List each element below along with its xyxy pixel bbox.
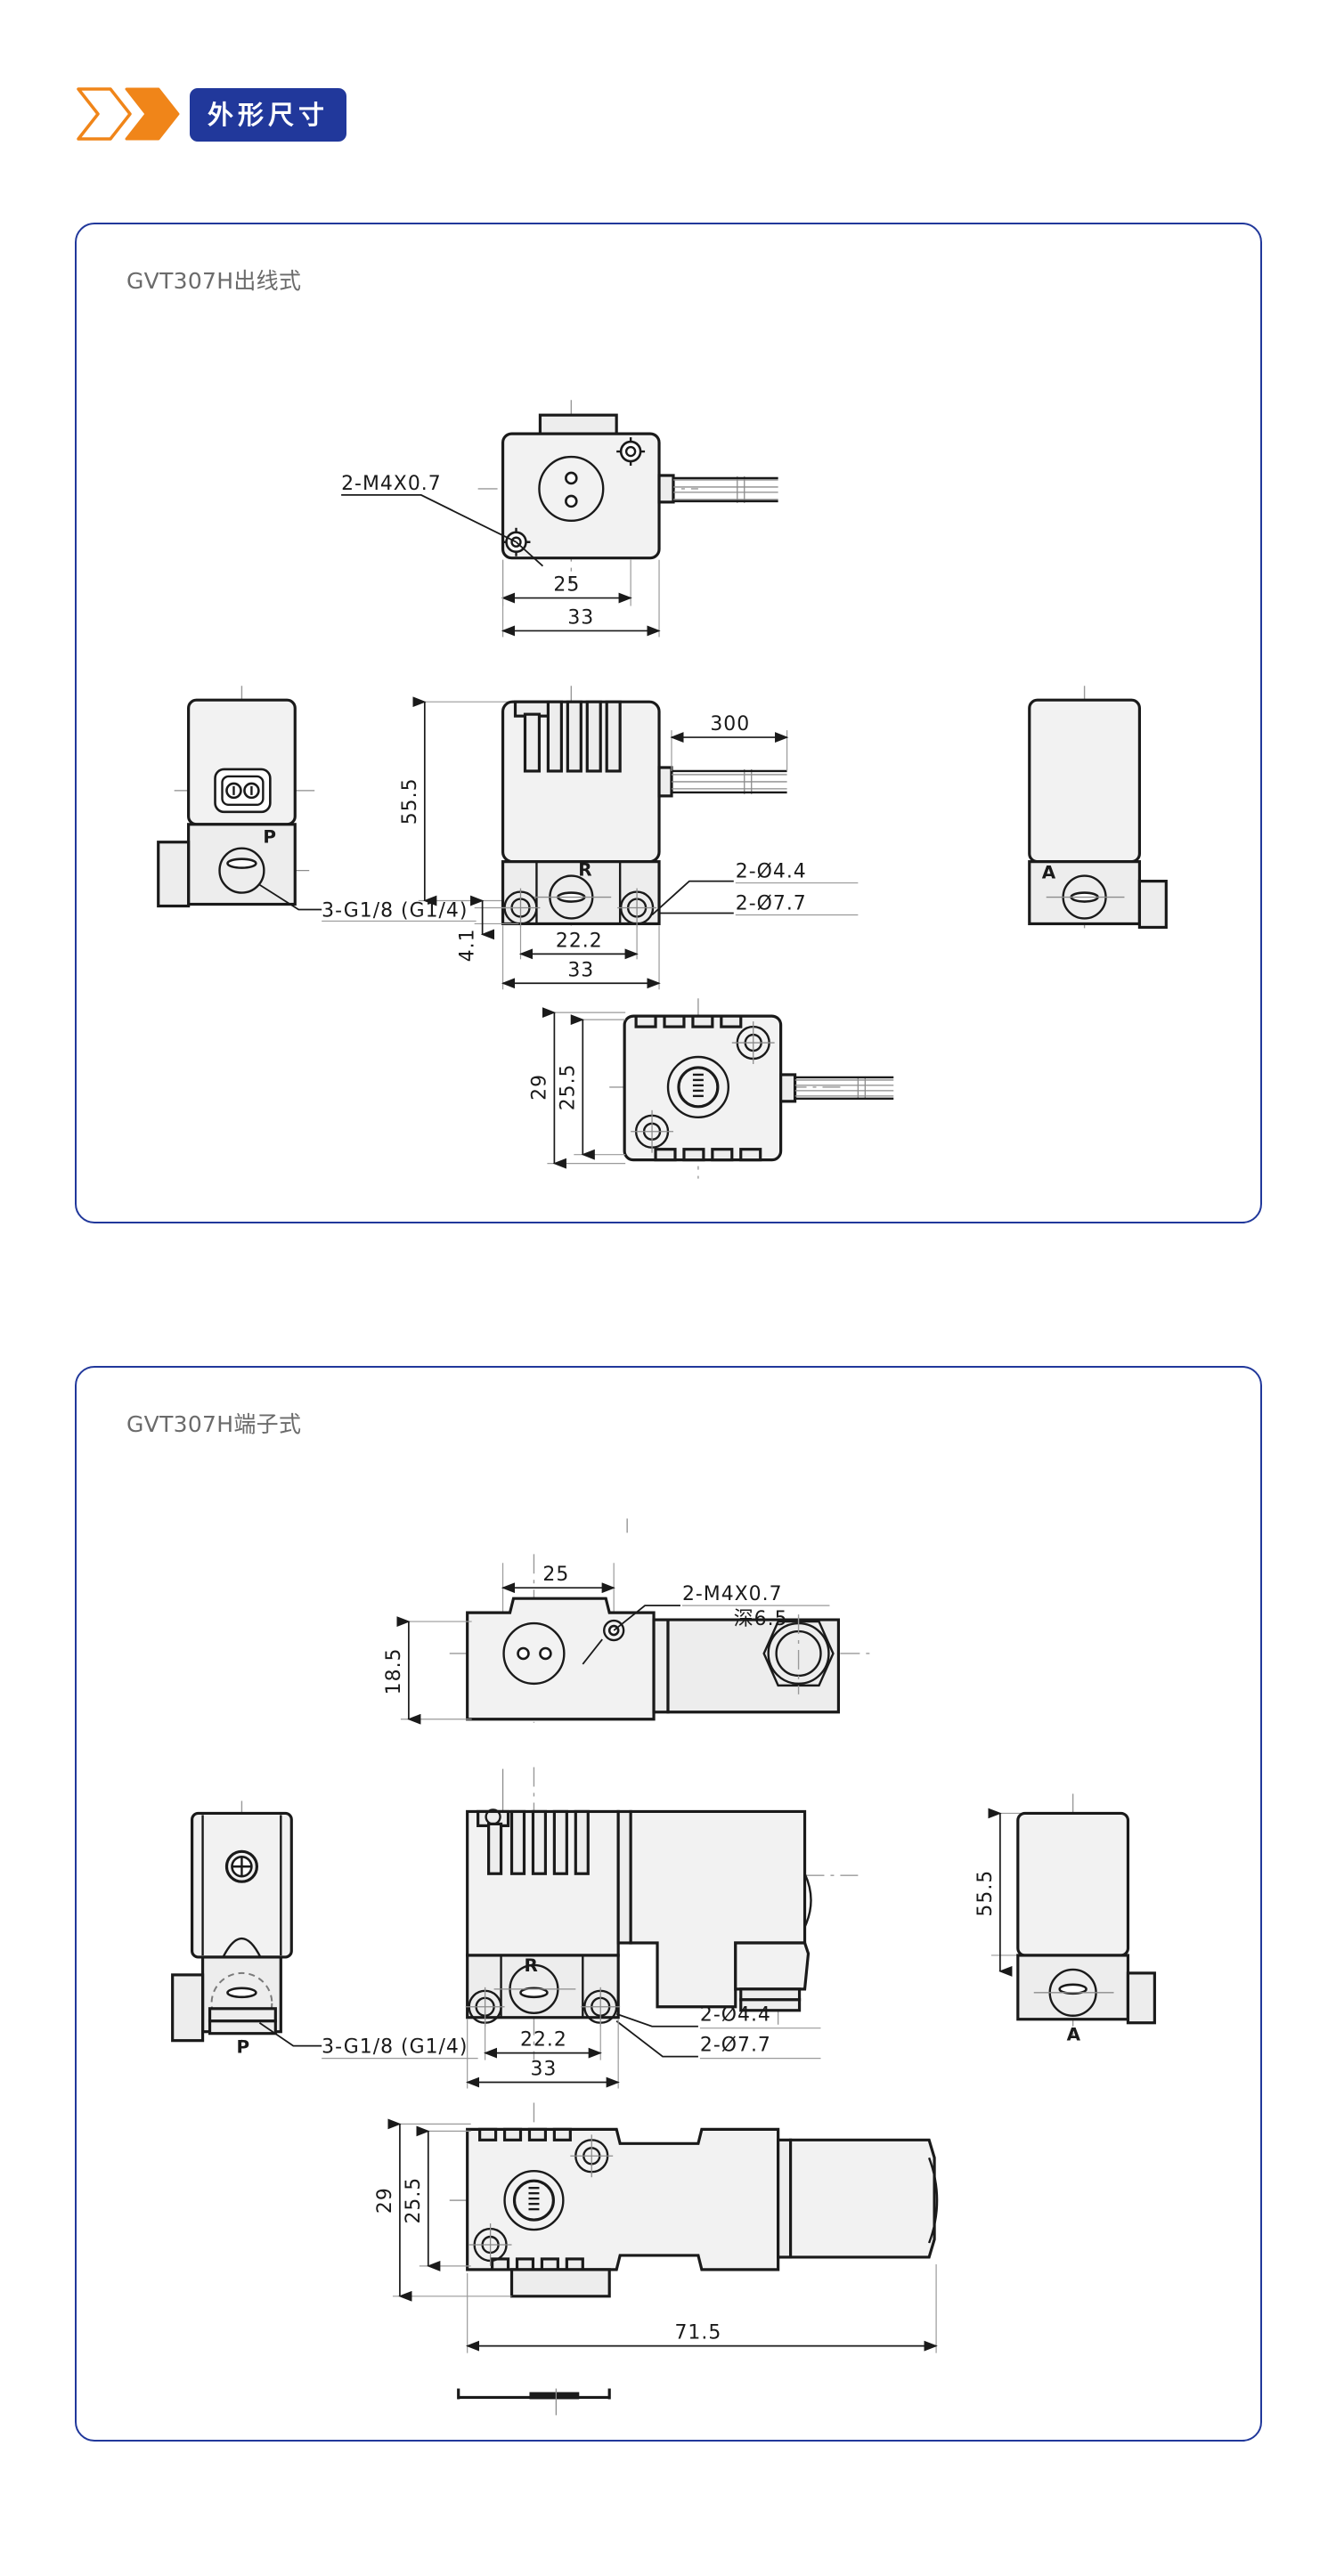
label-2-d7-7: 2-Ø7.7 bbox=[736, 892, 807, 914]
right-side-view: A bbox=[1028, 686, 1168, 935]
port-label-r: R bbox=[524, 1955, 537, 1976]
card-title-wired: GVT307H出线式 bbox=[126, 268, 302, 294]
label-2-d4-4: 2-Ø4.4 bbox=[736, 861, 807, 883]
dim-25: 25 bbox=[542, 1564, 569, 1586]
dim-18-5: 18.5 bbox=[383, 1648, 405, 1695]
technical-drawing-wired: .bd{fill:#f2f2f2;stroke:#1a1a1a;stroke-w… bbox=[77, 312, 1260, 1211]
port-label-p: P bbox=[263, 827, 276, 848]
dimension-card-terminal: GVT307H端子式 bbox=[75, 1366, 1262, 2442]
dim-33-front: 33 bbox=[567, 959, 594, 981]
dim-25-5: 25.5 bbox=[557, 1063, 579, 1110]
label-3-g18: 3-G1/8 (G1/4) bbox=[322, 899, 468, 922]
page-header: 外形尺寸 bbox=[0, 0, 1336, 178]
front-view: 55.5 bbox=[399, 686, 859, 990]
section-badge-label: 外形尺寸 bbox=[208, 99, 330, 130]
top-view: 2-M4X0.7 25 33 bbox=[341, 400, 778, 638]
dim-300: 300 bbox=[710, 713, 750, 735]
section-badge: 外形尺寸 bbox=[190, 88, 347, 142]
card-title-terminal: GVT307H端子式 bbox=[126, 1411, 302, 1437]
dim-29: 29 bbox=[374, 2187, 396, 2214]
dim-55-5: 55.5 bbox=[399, 777, 421, 825]
label-2-d7-7: 2-Ø7.7 bbox=[700, 2035, 771, 2057]
label-deep-6-5: 深6.5 bbox=[734, 1608, 788, 1630]
dim-71-5: 71.5 bbox=[674, 2322, 721, 2344]
dim-22-2: 22.2 bbox=[520, 2029, 567, 2052]
dim-29: 29 bbox=[528, 1074, 550, 1101]
dim-55-5: 55.5 bbox=[974, 1870, 997, 1917]
label-2-m4x07: 2-M4X0.7 bbox=[341, 473, 442, 495]
dim-25-5: 25.5 bbox=[403, 2177, 425, 2224]
bottom-view: 25.5 29 bbox=[528, 998, 894, 1179]
double-chevron-right-icon bbox=[75, 85, 182, 142]
dimension-card-wired: GVT307H出线式 bbox=[75, 223, 1262, 1223]
technical-drawing-terminal: .b{fill:#f2f2f2;stroke:#1a1a1a;stroke-wi… bbox=[77, 1455, 1260, 2430]
port-label-p: P bbox=[236, 2037, 249, 2058]
front-view: R 2-Ø4.4 bbox=[465, 1767, 859, 2089]
right-side-view: 55.5 A bbox=[974, 1793, 1156, 2045]
label-2-m4x07: 2-M4X0.7 bbox=[682, 1583, 783, 1605]
dim-33: 33 bbox=[567, 606, 594, 629]
port-label-a: A bbox=[1067, 2025, 1081, 2045]
dim-33: 33 bbox=[530, 2059, 557, 2081]
left-side-view: P 3-G1/8 (G1/4) bbox=[171, 1800, 478, 2060]
bottom-view: 25.5 29 71.5 bbox=[374, 2102, 939, 2416]
dim-22-2: 22.2 bbox=[556, 930, 603, 952]
label-2-d4-4: 2-Ø4.4 bbox=[700, 2004, 771, 2027]
left-side-view: P 3-G1/8 (G1/4) bbox=[157, 686, 477, 922]
port-label-a: A bbox=[1042, 863, 1056, 883]
label-3-g18: 3-G1/8 (G1/4) bbox=[322, 2036, 468, 2059]
port-label-r: R bbox=[578, 860, 591, 881]
top-view: 25 bbox=[383, 1518, 876, 1725]
dim-25: 25 bbox=[553, 574, 580, 597]
dim-4-1: 4.1 bbox=[457, 928, 479, 962]
